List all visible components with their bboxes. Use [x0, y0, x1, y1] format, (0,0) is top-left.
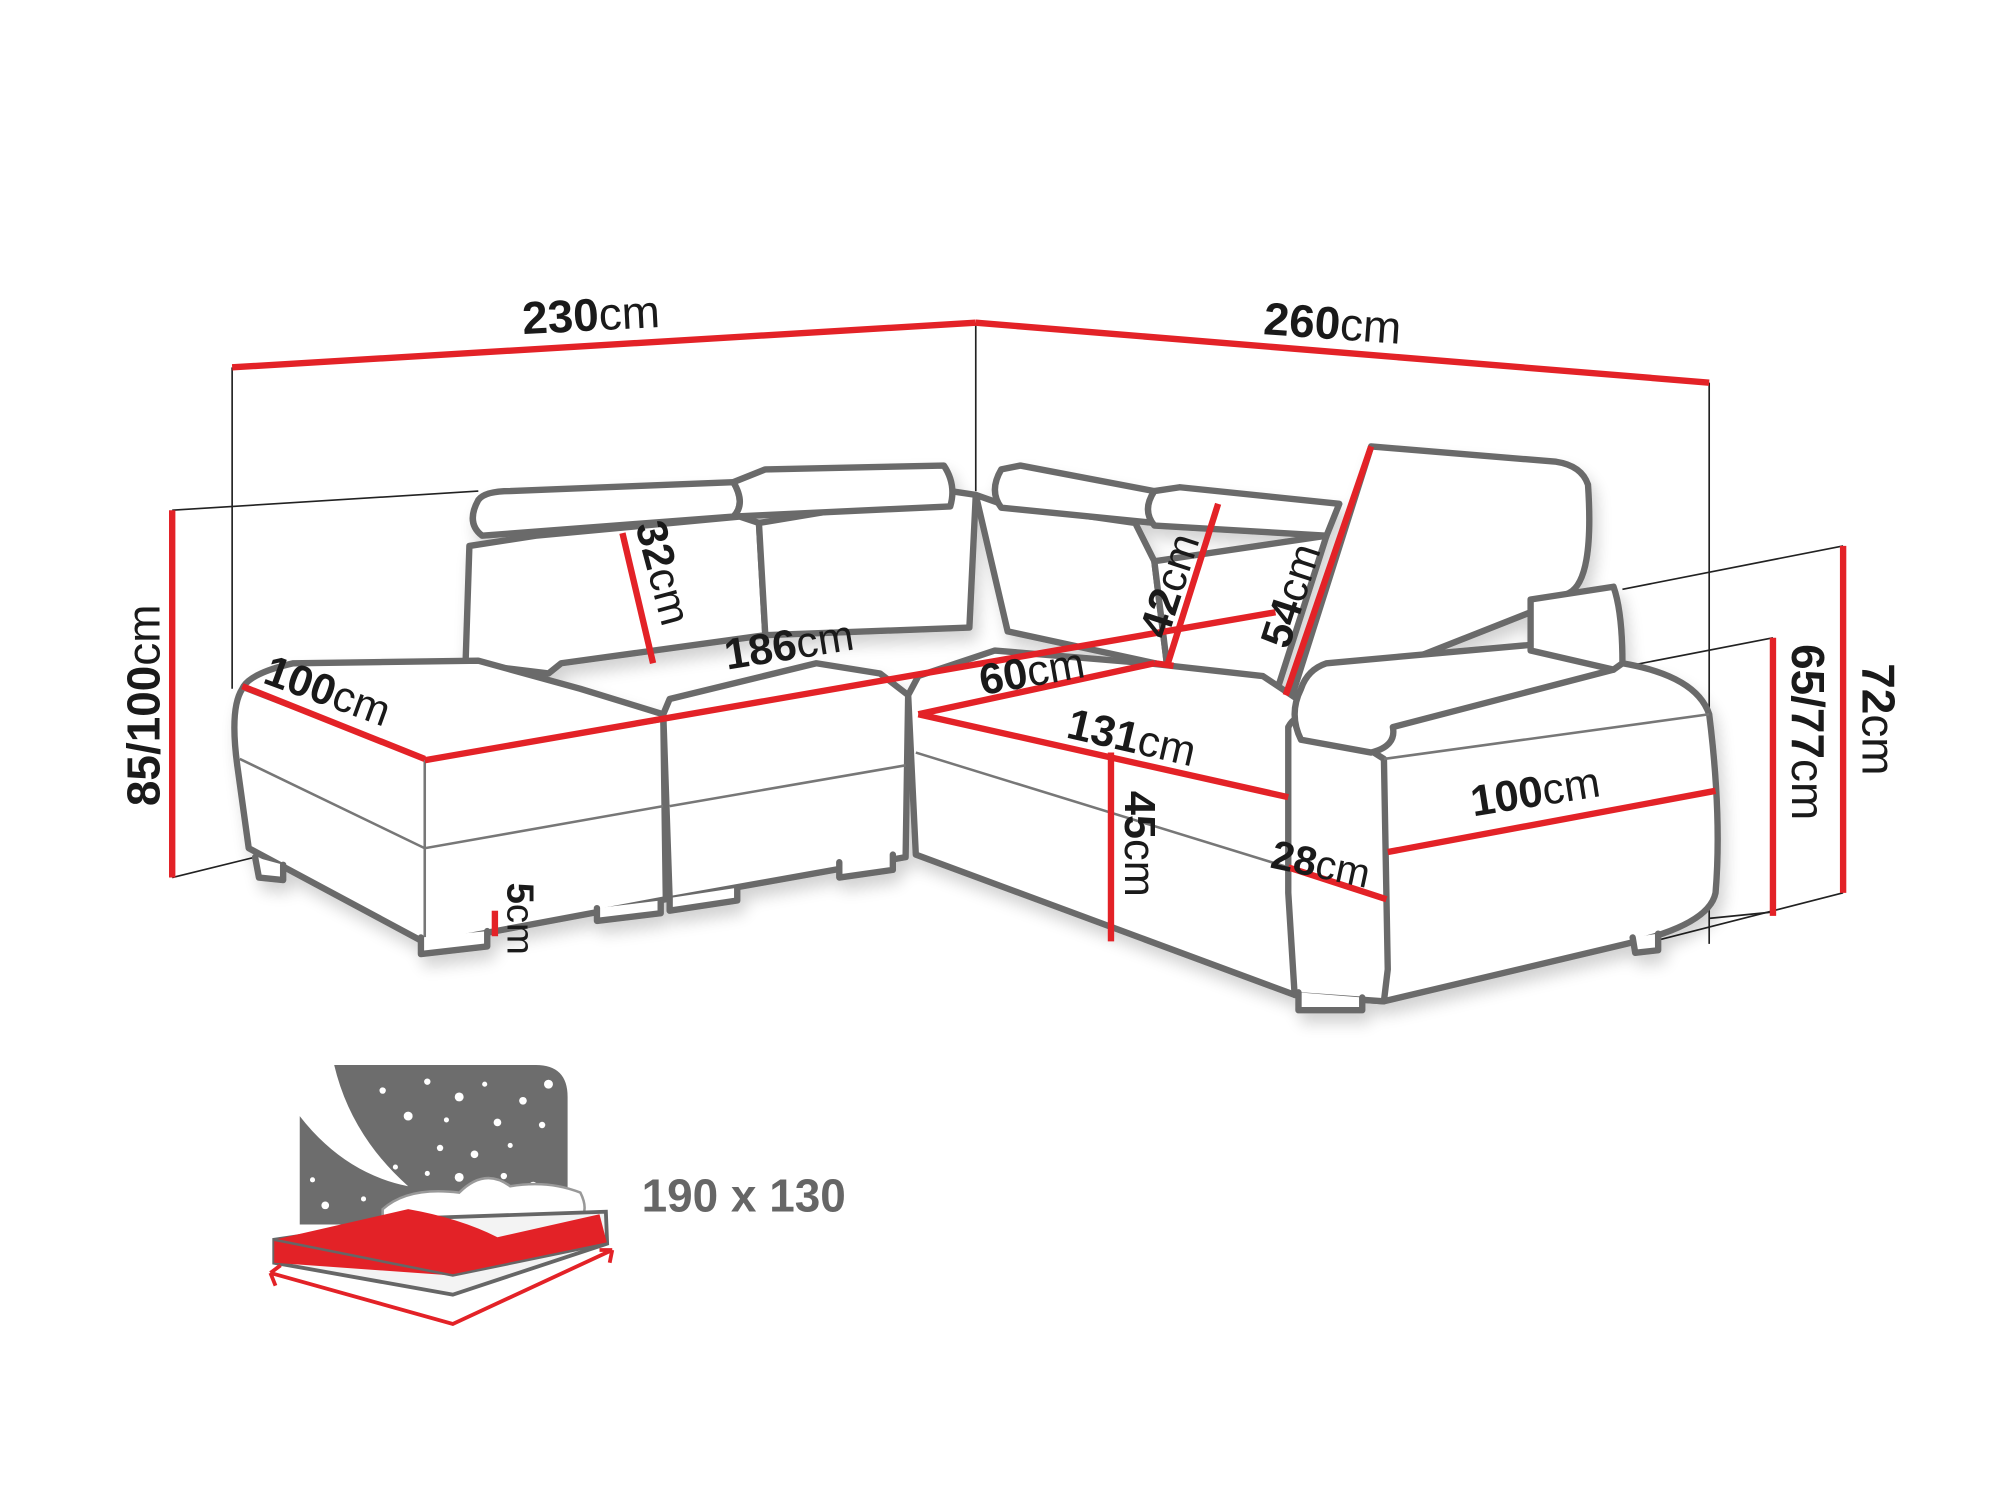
- label-width-left: 230cm: [521, 285, 661, 344]
- label-leg-height: 5cm: [499, 883, 542, 955]
- label-height-total: 85/100cm: [117, 604, 169, 806]
- label-side-depth: 100cm: [1467, 758, 1603, 826]
- label-arm-height: 65/77cm: [1782, 644, 1834, 820]
- label-arm-width: 28cm: [1267, 831, 1374, 897]
- sofa-drawing: [231, 443, 1721, 1014]
- dimension-lines: [169, 319, 1847, 942]
- sleeping-area-label: 190 x 130: [642, 1170, 846, 1222]
- extension-lines: [171, 322, 1844, 944]
- label-seat-width: 186cm: [721, 612, 857, 680]
- label-width-right: 260cm: [1262, 292, 1403, 353]
- label-seat-depth: 60cm: [976, 639, 1089, 705]
- stars-icon: [309, 1078, 553, 1210]
- bed-icon: [268, 1065, 615, 1327]
- label-seat-height: 45cm: [1115, 791, 1163, 897]
- label-back-height: 72cm: [1852, 663, 1904, 775]
